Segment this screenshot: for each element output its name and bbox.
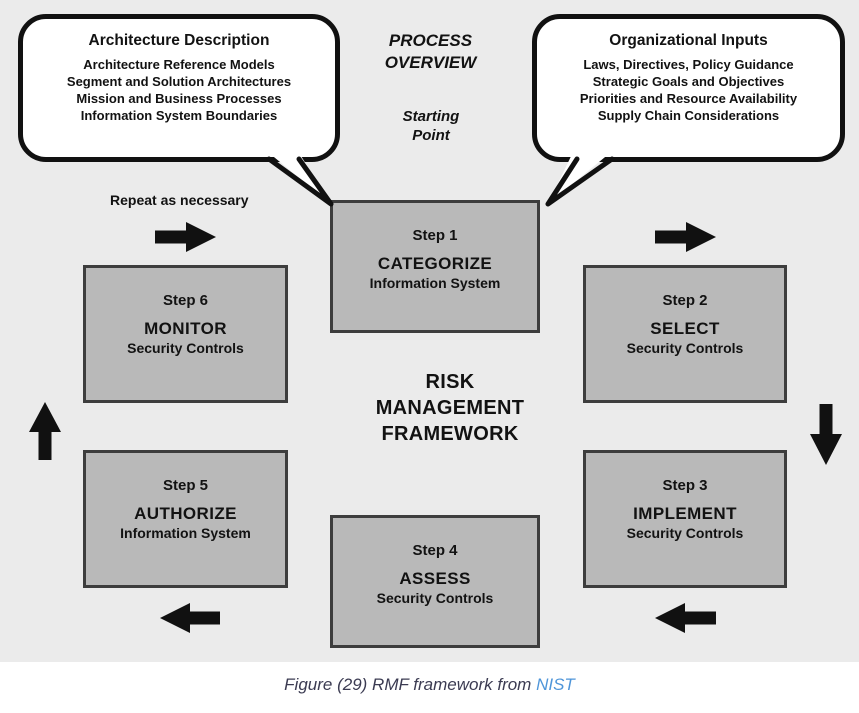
callout-title: Organizational Inputs bbox=[609, 32, 768, 49]
step-object: Information System bbox=[369, 275, 501, 291]
repeat-as-necessary-label: Repeat as necessary bbox=[110, 192, 249, 208]
figure-caption: Figure (29) RMF framework from NIST bbox=[0, 662, 859, 713]
callout-line: Priorities and Resource Availability bbox=[579, 91, 798, 106]
step-action: CATEGORIZE bbox=[377, 254, 493, 273]
callout-line: Information System Boundaries bbox=[80, 108, 278, 123]
starting-point-label: Starting Point bbox=[402, 108, 460, 144]
rmf-diagram: Architecture Description Architecture Re… bbox=[0, 0, 859, 662]
step-number: Step 3 bbox=[662, 477, 708, 494]
caption-text: Figure (29) RMF framework from bbox=[284, 675, 537, 694]
step-object: Security Controls bbox=[626, 525, 744, 541]
callout-line: Mission and Business Processes bbox=[76, 91, 282, 106]
step-number: Step 2 bbox=[662, 292, 708, 309]
callout-organizational-inputs: Organizational Inputs Laws, Directives, … bbox=[532, 14, 845, 162]
bottom-right-arrow-left-icon bbox=[655, 603, 716, 633]
step-action: AUTHORIZE bbox=[134, 504, 237, 523]
step-number: Step 4 bbox=[412, 542, 458, 559]
risk-management-framework-title: RISK MANAGEMENT FRAMEWORK bbox=[375, 371, 525, 445]
step-3-implement-box: Step 3 IMPLEMENT Security Controls bbox=[583, 450, 787, 588]
callout-line: Strategic Goals and Objectives bbox=[592, 74, 785, 89]
step-2-select-box: Step 2 SELECT Security Controls bbox=[583, 265, 787, 403]
nist-link[interactable]: NIST bbox=[536, 675, 575, 694]
callout-line: Laws, Directives, Policy Guidance bbox=[583, 57, 794, 72]
step-6-monitor-box: Step 6 MONITOR Security Controls bbox=[83, 265, 288, 403]
step-object: Security Controls bbox=[626, 340, 744, 356]
step-object: Security Controls bbox=[376, 590, 494, 606]
left-side-arrow-up-icon bbox=[29, 402, 61, 460]
step-action: MONITOR bbox=[144, 319, 227, 338]
step-number: Step 1 bbox=[412, 227, 458, 244]
step-object: Security Controls bbox=[127, 340, 244, 356]
step-number: Step 6 bbox=[162, 292, 208, 309]
process-overview-label: PROCESS OVERVIEW bbox=[384, 31, 477, 72]
right-side-arrow-down-icon bbox=[810, 404, 842, 465]
step-action: ASSESS bbox=[399, 569, 471, 588]
callout-line: Architecture Reference Models bbox=[83, 57, 275, 72]
step-1-categorize-box: Step 1 CATEGORIZE Information System bbox=[330, 200, 540, 333]
callout-title: Architecture Description bbox=[88, 32, 270, 49]
callout-architecture-description: Architecture Description Architecture Re… bbox=[18, 14, 340, 162]
step-4-assess-box: Step 4 ASSESS Security Controls bbox=[330, 515, 540, 648]
step-action: IMPLEMENT bbox=[633, 504, 737, 523]
step-action: SELECT bbox=[650, 319, 720, 338]
step-object: Information System bbox=[120, 525, 251, 541]
callout-line: Supply Chain Considerations bbox=[597, 108, 780, 123]
callout-line: Segment and Solution Architectures bbox=[66, 74, 292, 89]
step-5-authorize-box: Step 5 AUTHORIZE Information System bbox=[83, 450, 288, 588]
bottom-left-arrow-left-icon bbox=[160, 603, 220, 633]
repeat-arrow-right-icon bbox=[155, 222, 216, 252]
top-right-arrow-right-icon bbox=[655, 222, 716, 252]
step-number: Step 5 bbox=[162, 477, 208, 494]
